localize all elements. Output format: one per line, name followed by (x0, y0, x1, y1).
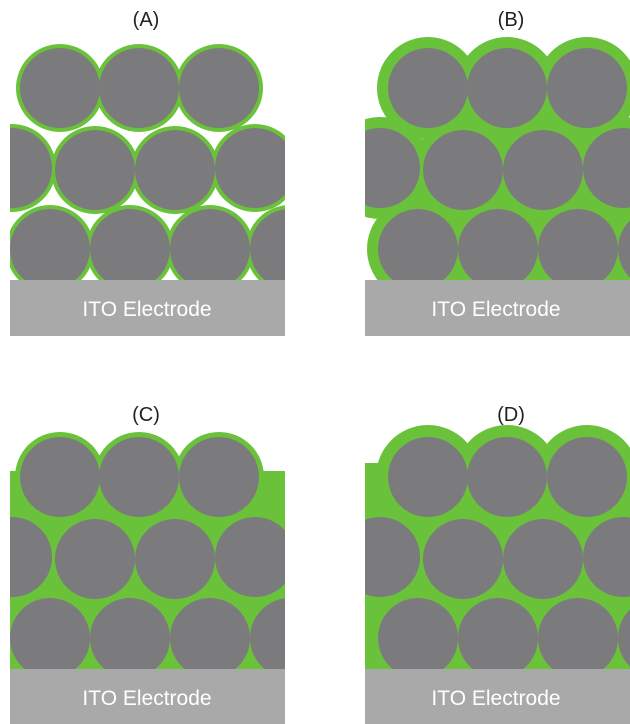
panel-c-particle (10, 598, 90, 669)
panel-c-particle (170, 598, 250, 669)
panel-d-electrode-label: ITO Electrode (431, 687, 560, 710)
panel-a-particle (99, 48, 179, 128)
panel-a-particle (179, 48, 259, 128)
panel-b-particle (378, 209, 458, 280)
panel-d-particle (583, 517, 630, 597)
panel-d-particle (503, 519, 583, 599)
panel-b-electrode (365, 280, 630, 336)
panel-d-particle (365, 517, 420, 597)
panel-b-particle (547, 48, 627, 128)
panel-d-particle (538, 598, 618, 669)
panel-b-particle (388, 48, 468, 128)
panel-d-particles (365, 425, 630, 669)
panel-c-particle (179, 437, 259, 517)
panel-b-particle (503, 130, 583, 210)
panel-c-particle (250, 598, 285, 669)
panel-c-particle (55, 519, 135, 599)
panel-c-particle (135, 519, 215, 599)
panel-a-particle (135, 130, 215, 210)
panel-c-label: (C) (132, 404, 160, 426)
panel-c-particle (99, 437, 179, 517)
panel-c-particle (20, 437, 100, 517)
panel-d-particle (458, 598, 538, 669)
panel-a-particles (10, 44, 285, 280)
panel-a-particle (55, 130, 135, 210)
panel-b-label: (B) (498, 9, 525, 31)
panel-d: (D) ITO Electrode (365, 404, 630, 724)
panel-b-electrode-label: ITO Electrode (431, 298, 560, 321)
panel-a-electrode-label: ITO Electrode (82, 298, 211, 321)
panel-b-particles (365, 37, 630, 280)
panel-b-particle (538, 209, 618, 280)
panel-d-particle (423, 519, 503, 599)
panel-d-particle (547, 437, 627, 517)
panel-b-particle (423, 130, 503, 210)
panel-a-particle (215, 128, 285, 208)
panel-b-particle (583, 128, 630, 208)
panel-c-particles (10, 432, 285, 669)
panel-b-particle (365, 128, 420, 208)
panel-c-particle (90, 598, 170, 669)
panel-a-particle (90, 209, 170, 280)
panel-d-particle (378, 598, 458, 669)
panel-b-particle (618, 220, 630, 278)
panel-b: (B) ITO Electrode (365, 9, 630, 336)
panel-b-particle (467, 48, 547, 128)
panel-a-label: (A) (133, 9, 160, 31)
panel-d-label: (D) (497, 404, 525, 426)
panel-a-electrode (10, 280, 285, 336)
panel-c-particle (10, 517, 52, 597)
panel-c: (C) ITO Electrode (10, 404, 285, 724)
panel-a-particle (170, 209, 250, 280)
panel-d-particle (467, 437, 547, 517)
panel-d-particle (618, 609, 630, 667)
panel-a-particle (250, 209, 285, 280)
panel-a-particle (20, 48, 100, 128)
panel-b-particle (458, 209, 538, 280)
panel-c-electrode-label: ITO Electrode (82, 687, 211, 710)
panel-c-electrode (10, 669, 285, 724)
panel-a: (A) ITO Electrode (10, 9, 285, 336)
panel-c-particle (215, 517, 285, 597)
panel-d-electrode (365, 669, 630, 724)
panel-a-particle (10, 209, 90, 280)
panel-d-particle (388, 437, 468, 517)
panel-a-particle (10, 128, 52, 208)
